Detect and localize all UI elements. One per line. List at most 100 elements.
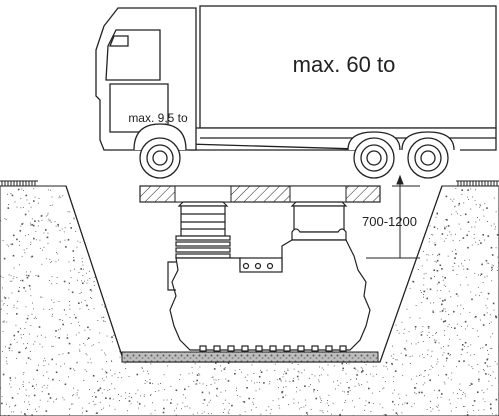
soil-speckle bbox=[23, 287, 25, 289]
soil-speckle bbox=[82, 282, 84, 285]
soil-speckle bbox=[447, 234, 449, 236]
soil-speckle bbox=[143, 396, 145, 397]
soil-speckle bbox=[227, 380, 230, 382]
soil-speckle bbox=[30, 325, 32, 326]
soil-speckle bbox=[30, 271, 32, 273]
soil-speckle bbox=[314, 375, 316, 377]
soil-speckle bbox=[443, 352, 445, 354]
soil-speckle bbox=[441, 268, 443, 270]
soil-speckle bbox=[55, 261, 57, 263]
soil-speckle bbox=[31, 414, 33, 416]
soil-speckle bbox=[399, 397, 401, 399]
soil-speckle bbox=[299, 389, 301, 391]
soil-speckle bbox=[436, 259, 439, 262]
soil-speckle bbox=[33, 318, 35, 319]
soil-speckle bbox=[433, 302, 434, 304]
soil-speckle bbox=[51, 283, 53, 285]
soil-speckle bbox=[61, 228, 63, 230]
soil-speckle bbox=[392, 345, 393, 347]
soil-speckle bbox=[278, 398, 280, 400]
soil-speckle bbox=[78, 397, 80, 399]
soil-speckle bbox=[59, 230, 61, 231]
soil-speckle bbox=[437, 212, 438, 214]
soil-speckle bbox=[81, 257, 83, 259]
soil-speckle bbox=[97, 381, 98, 382]
soil-speckle bbox=[44, 336, 46, 338]
soil-speckle bbox=[74, 268, 75, 270]
soil-speckle bbox=[146, 381, 148, 383]
soil-speckle bbox=[64, 363, 65, 365]
soil-speckle bbox=[78, 321, 79, 323]
soil-speckle bbox=[274, 363, 276, 365]
soil-speckle bbox=[460, 228, 462, 230]
soil-speckle bbox=[333, 365, 335, 367]
soil-speckle bbox=[243, 401, 246, 403]
soil-speckle bbox=[55, 336, 57, 338]
soil-speckle bbox=[209, 399, 211, 401]
soil-speckle bbox=[468, 364, 470, 366]
soil-speckle bbox=[470, 354, 472, 356]
soil-speckle bbox=[441, 393, 443, 395]
soil-speckle bbox=[119, 351, 121, 353]
soil-speckle bbox=[70, 270, 71, 272]
soil-speckle bbox=[442, 276, 444, 278]
soil-speckle bbox=[43, 232, 45, 234]
soil-speckle bbox=[80, 268, 82, 270]
soil-speckle bbox=[415, 393, 417, 395]
soil-speckle bbox=[368, 401, 370, 404]
soil-speckle bbox=[99, 387, 102, 390]
soil-speckle bbox=[287, 368, 289, 370]
soil-speckle bbox=[12, 254, 15, 257]
soil-speckle bbox=[41, 219, 43, 221]
soil-speckle bbox=[46, 371, 48, 373]
soil-speckle bbox=[166, 399, 168, 401]
soil-speckle bbox=[429, 379, 431, 382]
soil-speckle bbox=[494, 228, 496, 230]
soil-speckle bbox=[227, 362, 230, 364]
soil-speckle bbox=[22, 222, 24, 224]
soil-speckle bbox=[31, 313, 33, 315]
soil-speckle bbox=[438, 253, 441, 256]
soil-speckle bbox=[320, 374, 322, 376]
soil-speckle bbox=[491, 270, 492, 271]
soil-speckle bbox=[129, 392, 130, 394]
soil-speckle bbox=[457, 393, 458, 394]
soil-speckle bbox=[101, 368, 103, 370]
soil-speckle bbox=[443, 284, 445, 286]
soil-speckle bbox=[51, 308, 53, 310]
soil-speckle bbox=[454, 327, 456, 329]
soil-speckle bbox=[450, 379, 452, 381]
soil-speckle bbox=[119, 400, 120, 401]
soil-speckle bbox=[442, 309, 444, 311]
soil-speckle bbox=[430, 302, 432, 304]
soil-speckle bbox=[105, 354, 107, 356]
soil-speckle bbox=[9, 383, 10, 385]
soil-speckle bbox=[188, 386, 190, 388]
soil-speckle bbox=[20, 334, 22, 336]
soil-speckle bbox=[85, 410, 88, 412]
soil-speckle bbox=[8, 414, 10, 416]
soil-speckle bbox=[60, 196, 62, 198]
soil-speckle bbox=[111, 336, 113, 338]
soil-speckle bbox=[420, 374, 422, 376]
soil-speckle bbox=[84, 280, 85, 282]
soil-speckle bbox=[49, 280, 50, 281]
soil-speckle bbox=[392, 358, 394, 359]
soil-speckle bbox=[65, 314, 67, 316]
soil-speckle bbox=[120, 395, 122, 397]
soil-speckle bbox=[387, 368, 388, 370]
soil-speckle bbox=[465, 328, 466, 330]
soil-speckle bbox=[79, 241, 81, 243]
soil-speckle bbox=[5, 346, 6, 348]
soil-speckle bbox=[236, 390, 237, 392]
soil-speckle bbox=[320, 402, 322, 403]
soil-speckle bbox=[78, 302, 80, 304]
soil-speckle bbox=[77, 240, 79, 242]
soil-speckle bbox=[8, 415, 9, 416]
soil-speckle bbox=[485, 373, 487, 375]
soil-speckle bbox=[490, 225, 492, 227]
soil-speckle bbox=[451, 250, 453, 252]
soil-speckle bbox=[55, 363, 57, 365]
soil-speckle bbox=[447, 326, 449, 328]
soil-speckle bbox=[180, 374, 182, 376]
